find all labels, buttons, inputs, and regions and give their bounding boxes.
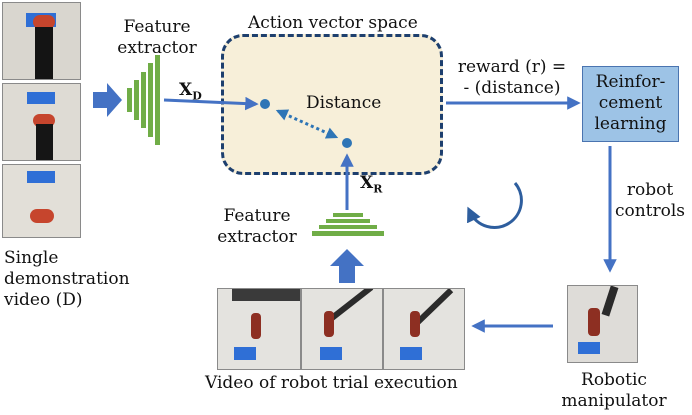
reward-label: reward (r) = - (distance) <box>448 57 576 99</box>
demo-frame-3 <box>2 164 81 238</box>
action-space-title: Action vector space <box>248 13 418 33</box>
fe-top-line-1: Feature <box>123 17 191 37</box>
blue-marker <box>27 92 55 104</box>
block-arrow-right-icon <box>93 83 122 117</box>
feature-extractor-top-label: Feature extractor <box>112 17 202 59</box>
blue-marker <box>400 347 422 360</box>
robot-trial-label: Video of robot trial execution <box>205 373 458 393</box>
robot-controls-label: robot controls <box>608 180 692 222</box>
robot-arm <box>36 124 53 160</box>
rl-label-line-2: cement <box>598 93 663 113</box>
red-cap <box>410 311 420 337</box>
red-cap <box>251 313 261 339</box>
red-cap <box>33 15 55 29</box>
manipulator-line-1: Robotic <box>581 370 647 390</box>
reinforcement-learning-box: Reinfor- cement learning <box>582 66 679 142</box>
robot-arm <box>232 289 300 301</box>
red-cap <box>30 209 54 223</box>
xd-label: XD <box>179 80 202 106</box>
reward-line-1: reward (r) = <box>457 57 567 77</box>
demo-line-3: video (D) <box>4 290 83 310</box>
fe-bottom-line-1: Feature <box>223 206 291 226</box>
manipulator-line-2: manipulator <box>561 391 667 411</box>
red-cap <box>588 308 600 336</box>
block-arrow-up-icon <box>330 249 364 283</box>
reward-line-2: - (distance) <box>463 78 561 98</box>
trial-frame-2 <box>301 288 383 370</box>
rl-label: Reinfor- cement learning <box>583 72 678 135</box>
blue-marker <box>27 171 55 183</box>
manipulator-photo <box>567 285 638 363</box>
blue-marker <box>320 347 342 360</box>
distance-arrow <box>275 109 339 139</box>
xr-main: X <box>360 173 374 193</box>
demo-line-1: Single <box>4 248 59 268</box>
robot-embedding-dot <box>342 138 352 148</box>
robot-controls-line-2: controls <box>614 201 686 221</box>
feature-extractor-top <box>127 55 160 145</box>
feature-extractor-bottom-label: Feature extractor <box>212 206 302 248</box>
trial-frame-1 <box>217 288 301 370</box>
xr-label: XR <box>360 173 382 199</box>
demo-frame-1 <box>2 2 81 80</box>
cycle-arrow-icon <box>467 182 523 229</box>
feature-extractor-bottom <box>312 213 384 236</box>
trial-frame-3 <box>383 288 465 370</box>
demo-embedding-dot <box>260 99 270 109</box>
xr-sub: R <box>373 182 383 196</box>
fe-top-line-2: extractor <box>117 38 197 58</box>
robot-arm <box>35 27 53 79</box>
red-cap <box>33 114 55 127</box>
distance-label: Distance <box>306 93 382 113</box>
rl-label-line-1: Reinfor- <box>595 72 666 92</box>
manipulator-label: Robotic manipulator <box>558 370 670 412</box>
red-cap <box>324 311 334 337</box>
demo-frame-2 <box>2 83 81 161</box>
action-vector-space-box <box>221 34 443 175</box>
demo-line-2: demonstration <box>4 269 130 289</box>
blue-marker <box>234 347 256 360</box>
fe-bottom-line-2: extractor <box>217 227 297 247</box>
blue-marker <box>578 342 600 354</box>
robot-controls-line-1: robot <box>626 180 674 200</box>
demo-video-label: Single demonstration video (D) <box>4 248 130 311</box>
rl-label-line-3: learning <box>594 114 667 134</box>
xd-sub: D <box>192 89 202 103</box>
xd-main: X <box>179 80 193 100</box>
xd-arrow <box>163 96 259 111</box>
